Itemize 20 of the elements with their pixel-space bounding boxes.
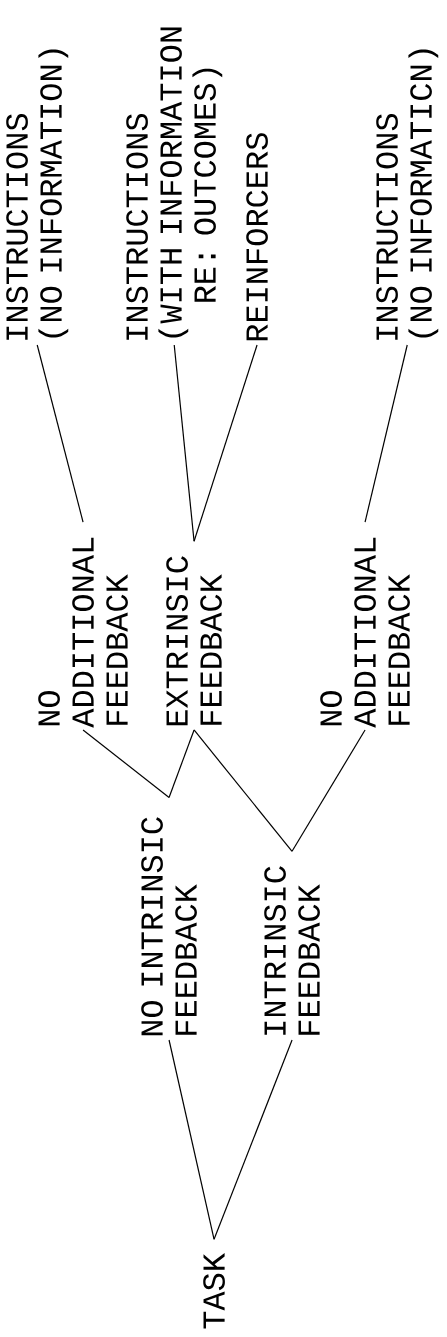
branch-line xyxy=(213,1039,293,1240)
node-label: INSTRUCTIONS (NO INFORMATICN) xyxy=(376,49,439,340)
node-label: REINFORCERS xyxy=(246,133,268,341)
node-label: NO ADDITIONAL FEEDBACK xyxy=(320,537,410,728)
branch-line xyxy=(193,344,258,542)
node-label: NO ADDITIONAL FEEDBACK xyxy=(38,537,128,728)
node-label: INSTRUCTIONS (WITH INFORMATION RE: OUTCOMES) xyxy=(126,27,223,340)
node-label: NO INTRINSIC FEEDBACK xyxy=(141,817,197,1036)
branch-line xyxy=(36,344,84,523)
node-label: INSTRUCTIONS (NO INFORMATION) xyxy=(6,49,69,340)
node-label: INTRINSIC FEEDBACK xyxy=(264,866,320,1035)
branch-line xyxy=(291,729,366,852)
branch-line xyxy=(168,1039,215,1240)
node-label: EXTRINSIC FEEDBACK xyxy=(166,556,222,726)
branch-line xyxy=(193,729,293,852)
branch-line xyxy=(82,729,170,799)
branch-line xyxy=(173,344,195,542)
branch-line xyxy=(168,729,195,799)
node-label: TASK xyxy=(203,1253,225,1329)
branch-line xyxy=(364,344,408,523)
